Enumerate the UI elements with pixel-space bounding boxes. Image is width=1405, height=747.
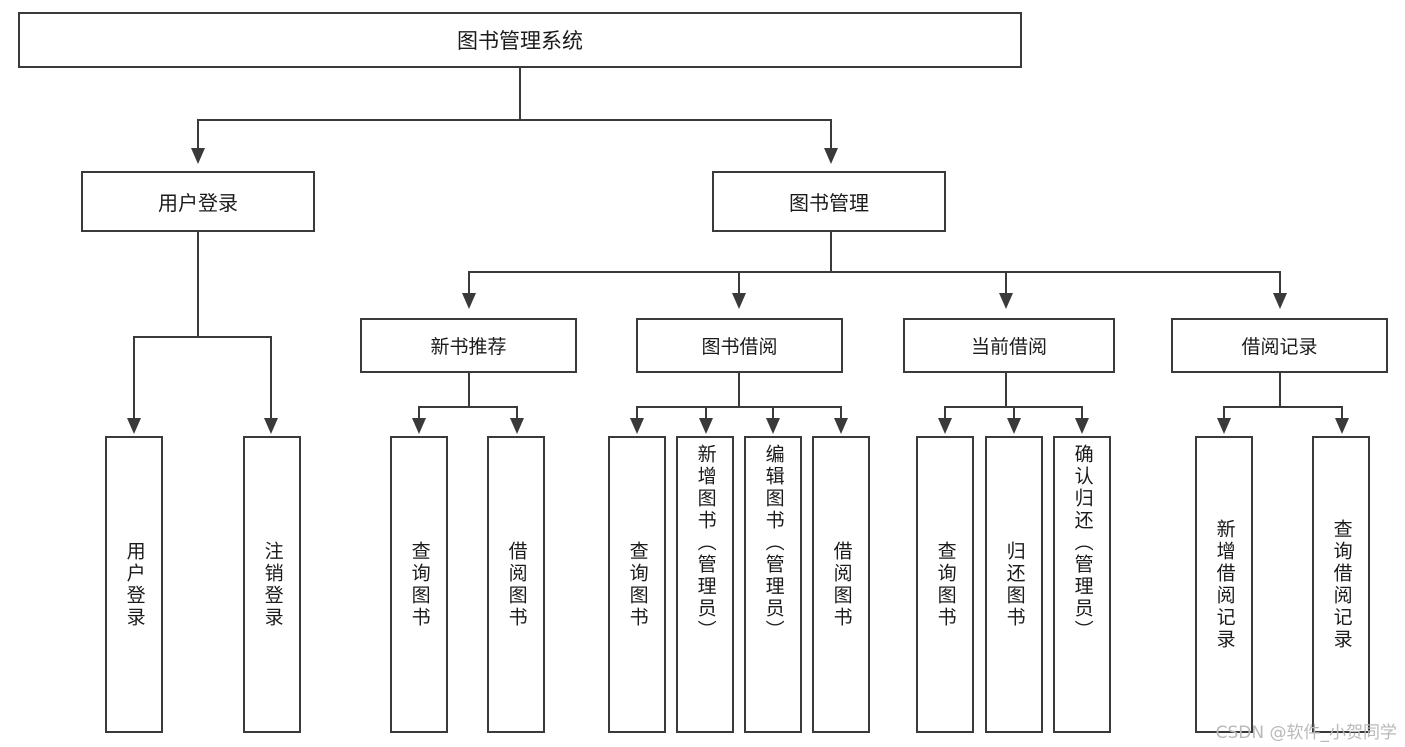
connector-new-book-leaf2 (516, 406, 518, 420)
connector-root-to-book-manage (830, 119, 832, 150)
leaf-label: 归还图书 (1003, 540, 1026, 629)
connector-borrow-record-leaf2 (1341, 406, 1343, 420)
node-borrow-record[interactable]: 借阅记录 (1171, 318, 1388, 373)
node-root-system[interactable]: 图书管理系统 (18, 12, 1022, 68)
connector-user-login-trunk (197, 232, 199, 337)
leaf-label: 查询图书 (934, 540, 957, 629)
node-label: 用户登录 (158, 191, 238, 215)
watermark-text: CSDN @软件_小贺同学 (1215, 723, 1397, 743)
arrow-current-borrow-leaf1 (938, 418, 952, 434)
connector-book-borrow-bar (636, 406, 842, 408)
leaf-current-borrow-return[interactable]: 归还图书 (985, 436, 1043, 733)
leaf-label: 注销登录 (261, 540, 284, 629)
connector-book-borrow-leaf2 (705, 406, 707, 420)
leaf-label: 借阅图书 (830, 540, 853, 629)
connector-book-borrow-leaf1 (636, 406, 638, 420)
node-label: 图书管理 (789, 191, 869, 215)
arrow-book-borrow-leaf1 (630, 418, 644, 434)
leaf-label: 查询图书 (626, 540, 649, 629)
leaf-book-borrow-add[interactable]: 新增图书（管理员） (676, 436, 734, 733)
connector-borrow-record-leaf1 (1223, 406, 1225, 420)
node-label: 借阅记录 (1241, 336, 1318, 358)
arrow-book-borrow-leaf2 (699, 418, 713, 434)
connector-to-new-book (468, 271, 470, 295)
connector-root-trunk (519, 68, 521, 120)
leaf-label: 用户登录 (123, 540, 146, 629)
connector-book-manage-trunk (830, 232, 832, 272)
leaf-label: 编辑图书（管理员） (762, 444, 785, 642)
leaf-current-borrow-confirm[interactable]: 确认归还（管理员） (1053, 436, 1111, 733)
arrow-to-new-book (462, 293, 476, 309)
connector-root-bar (197, 119, 831, 121)
connector-user-login-leaf1 (133, 336, 135, 420)
arrow-user-login-leaf1 (127, 418, 141, 434)
connector-borrow-record-bar (1223, 406, 1343, 408)
connector-book-manage-bar (468, 271, 1280, 273)
leaf-label: 新增图书（管理员） (694, 444, 717, 642)
leaf-borrow-record-add[interactable]: 新增借阅记录 (1195, 436, 1253, 733)
connector-current-borrow-leaf3 (1081, 406, 1083, 420)
connector-book-borrow-trunk (738, 373, 740, 408)
leaf-new-book-query[interactable]: 查询图书 (390, 436, 448, 733)
leaf-book-borrow-query[interactable]: 查询图书 (608, 436, 666, 733)
arrow-book-borrow-leaf3 (766, 418, 780, 434)
arrow-borrow-record-leaf2 (1335, 418, 1349, 434)
arrow-borrow-record-leaf1 (1217, 418, 1231, 434)
node-current-borrow[interactable]: 当前借阅 (903, 318, 1115, 373)
leaf-book-borrow-borrow[interactable]: 借阅图书 (812, 436, 870, 733)
node-user-login[interactable]: 用户登录 (81, 171, 315, 232)
arrow-current-borrow-leaf3 (1075, 418, 1089, 434)
node-new-book-recommend[interactable]: 新书推荐 (360, 318, 577, 373)
connector-user-login-bar (133, 336, 271, 338)
leaf-current-borrow-query[interactable]: 查询图书 (916, 436, 974, 733)
leaf-user-login-logout[interactable]: 注销登录 (243, 436, 301, 733)
leaf-new-book-borrow[interactable]: 借阅图书 (487, 436, 545, 733)
connector-current-borrow-leaf2 (1013, 406, 1015, 420)
connector-user-login-leaf2 (270, 336, 272, 420)
leaf-borrow-record-query[interactable]: 查询借阅记录 (1312, 436, 1370, 733)
arrow-new-book-leaf1 (412, 418, 426, 434)
leaf-label: 查询图书 (408, 540, 431, 629)
arrow-root-to-book-manage (824, 148, 838, 164)
arrow-book-borrow-leaf4 (834, 418, 848, 434)
connector-book-borrow-leaf3 (772, 406, 774, 420)
connector-current-borrow-trunk (1005, 373, 1007, 408)
arrow-current-borrow-leaf2 (1007, 418, 1021, 434)
connector-new-book-bar (418, 406, 518, 408)
arrow-to-borrow-record (1273, 293, 1287, 309)
arrow-to-current-borrow (999, 293, 1013, 309)
node-label: 图书借阅 (701, 336, 778, 358)
arrow-to-book-borrow (732, 293, 746, 309)
node-book-borrow[interactable]: 图书借阅 (636, 318, 843, 373)
node-label: 图书管理系统 (457, 29, 583, 53)
connector-current-borrow-leaf1 (944, 406, 946, 420)
leaf-user-login-login[interactable]: 用户登录 (105, 436, 163, 733)
leaf-label: 新增借阅记录 (1213, 518, 1236, 651)
node-label: 新书推荐 (430, 336, 507, 358)
connector-new-book-trunk (468, 373, 470, 408)
connector-root-to-user-login (197, 119, 199, 150)
arrow-root-to-user-login (191, 148, 205, 164)
connector-to-borrow-record (1279, 271, 1281, 295)
connector-borrow-record-trunk (1279, 373, 1281, 408)
node-book-manage[interactable]: 图书管理 (712, 171, 946, 232)
leaf-label: 查询借阅记录 (1330, 518, 1353, 651)
leaf-label: 确认归还（管理员） (1071, 444, 1094, 642)
connector-new-book-leaf1 (418, 406, 420, 420)
arrow-user-login-leaf2 (264, 418, 278, 434)
leaf-book-borrow-edit[interactable]: 编辑图书（管理员） (744, 436, 802, 733)
connector-to-book-borrow (738, 271, 740, 295)
leaf-label: 借阅图书 (505, 540, 528, 629)
connector-to-current-borrow (1005, 271, 1007, 295)
arrow-new-book-leaf2 (510, 418, 524, 434)
connector-book-borrow-leaf4 (840, 406, 842, 420)
node-label: 当前借阅 (970, 336, 1047, 358)
